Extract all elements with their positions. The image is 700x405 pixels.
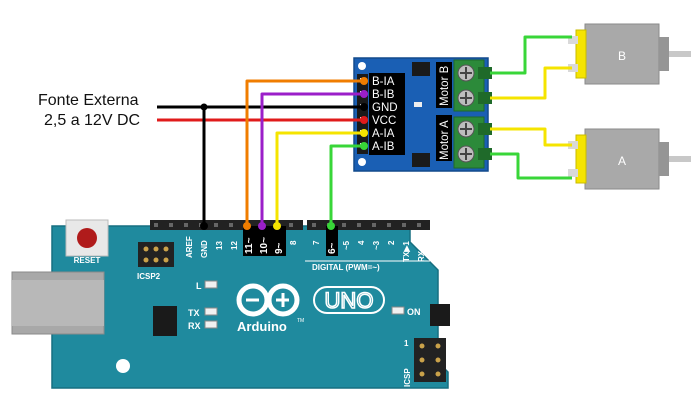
led-label-tx: TX <box>188 308 200 318</box>
connector-a-ib <box>360 142 368 150</box>
trademark: TM <box>297 318 304 324</box>
motor-b: B <box>568 23 691 85</box>
screw-terminals <box>453 59 492 169</box>
pin-label-rx: RX◀0 <box>417 240 426 262</box>
pin-label-7: 7 <box>312 240 321 245</box>
driver-pin-b-ia: B-IA <box>372 76 395 88</box>
driver-mount-hole <box>358 62 366 70</box>
mounting-hole <box>116 359 130 373</box>
arduino-uno-board: RESET ICSP2 AREF GND 13 12 8 7 <box>11 219 450 389</box>
arduino-brand: Arduino <box>237 319 287 334</box>
reset-label: RESET <box>74 256 101 265</box>
motor-a: A <box>568 128 691 190</box>
motor-b-terminal-label: Motor B <box>439 65 451 106</box>
icsp2-label: ICSP2 <box>137 272 161 281</box>
power-source-label-line1: Fonte Externa <box>38 92 139 109</box>
digital-header-right <box>307 220 430 230</box>
wires <box>157 35 572 225</box>
connector-pin10 <box>258 222 266 230</box>
driver-led <box>414 102 422 107</box>
usb-chip <box>153 306 177 336</box>
icsp-pin1-label: 1 <box>404 339 409 348</box>
power-source-label-line2: 2,5 a 12V DC <box>44 112 141 129</box>
connector-vcc <box>360 116 368 124</box>
pin-label-aref: AREF <box>185 236 194 258</box>
led-label-rx: RX <box>188 321 201 331</box>
icsp-label: ICSP <box>403 368 412 387</box>
driver-pin-gnd: GND <box>372 102 398 114</box>
wire-a-ib-pin6 <box>329 144 362 225</box>
wire-motor-a-2 <box>490 152 572 180</box>
connector-pin9 <box>273 222 281 230</box>
reset-button-cap[interactable] <box>77 228 97 248</box>
led-label-on: ON <box>407 307 421 317</box>
wire-motor-a-1 <box>490 127 572 147</box>
pin-label-5: ~5 <box>342 240 351 250</box>
pin-label-10: 10~ <box>259 237 270 254</box>
wire-junction <box>200 103 208 111</box>
pin-label-6: 6~ <box>327 242 338 254</box>
icsp2-header: ICSP2 <box>137 242 174 281</box>
driver-mount-hole <box>358 158 366 166</box>
pin-label-3: ~3 <box>372 240 381 250</box>
wire-b-ia-pin11 <box>245 79 362 225</box>
wire-motor-b-1 <box>490 35 572 75</box>
led-on <box>391 306 405 315</box>
wire-b-ib-pin10 <box>260 92 362 225</box>
wire-motor-b-2 <box>490 66 572 100</box>
driver-chip-b <box>412 62 430 76</box>
digital-pwm-label: DIGITAL (PWM=~) <box>312 263 380 272</box>
motor-a-terminal-label: Motor A <box>439 120 451 160</box>
pin-label-gnd: GND <box>200 240 209 258</box>
driver-pin-vcc: VCC <box>372 115 396 127</box>
motor-a-label: A <box>618 154 626 168</box>
connector-gnd <box>200 222 208 230</box>
pin-label-tx: TX▶1 <box>402 241 411 262</box>
driver-pin-header <box>357 74 368 154</box>
arduino-logo <box>236 283 300 317</box>
driver-pin-labels-box <box>369 73 405 155</box>
pin-highlight-box <box>326 226 338 256</box>
pin-label-12: 12 <box>230 241 239 250</box>
pin-label-4: 4 <box>357 240 366 245</box>
led-tx <box>204 307 218 316</box>
driver-pin-a-ib: A-IB <box>372 141 395 153</box>
driver-pin-a-ia: A-IA <box>372 128 395 140</box>
pin-label-2: 2 <box>387 240 396 245</box>
pin-label-11: 11~ <box>244 237 255 254</box>
driver-pin-b-ib: B-IB <box>372 89 395 101</box>
led-l <box>204 280 218 289</box>
uno-badge: UNO <box>313 286 385 314</box>
motor-driver-l9110s: B-IA B-IB GND VCC A-IA A-IB Motor B Moto… <box>353 57 492 172</box>
pin-label-13: 13 <box>215 241 224 250</box>
led-rx <box>204 320 218 329</box>
digital-header-left <box>150 220 303 230</box>
smd-chip <box>430 304 450 326</box>
pin-label-9: 9~ <box>274 242 285 254</box>
connector-b-ia <box>360 77 368 85</box>
connector-pin6 <box>327 222 335 230</box>
driver-chip-a <box>412 153 430 167</box>
connector-a-ia <box>360 129 368 137</box>
pin-label-8: 8 <box>289 240 298 245</box>
motor-b-label: B <box>618 49 626 63</box>
wire-a-ia-pin9 <box>275 131 362 225</box>
connector-b-ib <box>360 90 368 98</box>
pin-highlight-box <box>243 226 286 256</box>
led-label-l: L <box>196 281 202 291</box>
icsp-header: ICSP 1 <box>403 338 446 387</box>
connector-pin11 <box>243 222 251 230</box>
connector-gnd-driver <box>360 103 368 111</box>
uno-label: UNO <box>325 288 374 313</box>
